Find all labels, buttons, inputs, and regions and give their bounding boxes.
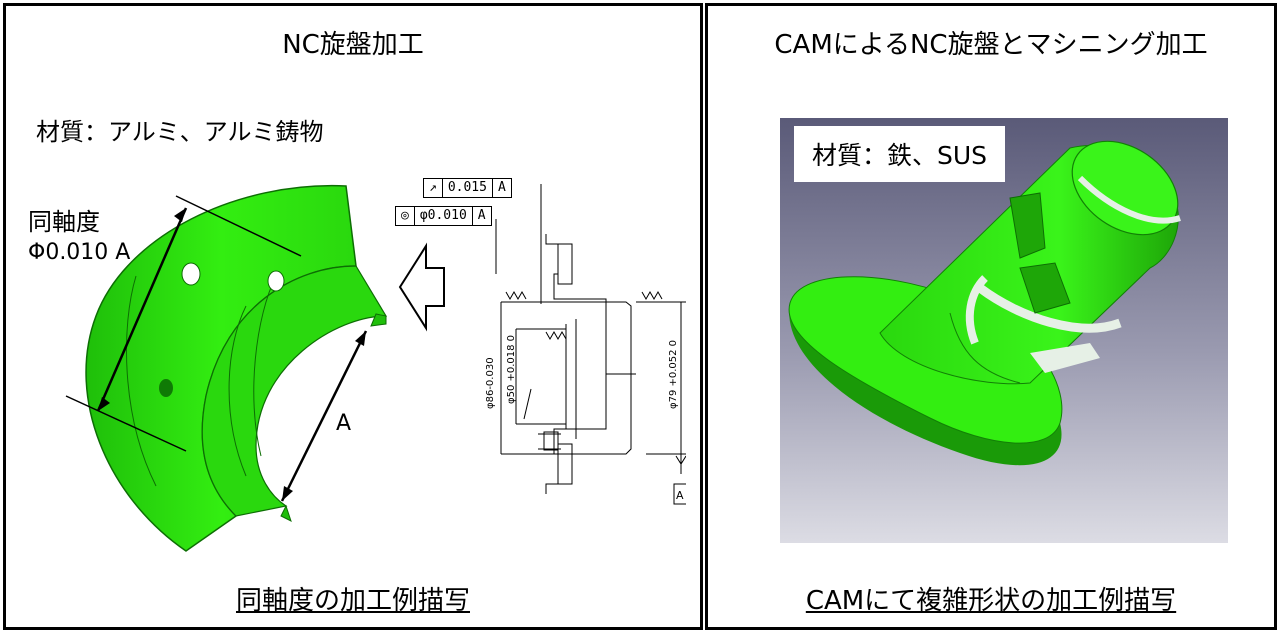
runout-icon: ↗ <box>424 179 443 197</box>
right-panel: CAMによるNC旋盤とマシニング加工 <box>705 3 1277 630</box>
coaxiality-tolerance-frame: ◎ φ0.010 A <box>395 206 492 226</box>
coaxiality-icon: ◎ <box>396 207 415 225</box>
runout-datum: A <box>497 180 506 195</box>
dim-86: φ86-0.030 <box>485 357 496 409</box>
coaxiality-datum: A <box>477 208 486 223</box>
left-panel: NC旋盤加工 材質：アルミ、アルミ鋳物 同軸度 Φ0.010 A A <box>3 3 703 630</box>
right-panel-title: CAMによるNC旋盤とマシニング加工 <box>774 30 1208 60</box>
coaxiality-value: Φ0.010 A <box>28 240 131 265</box>
left-material-label: 材質：アルミ、アルミ鋳物 <box>36 118 324 146</box>
runout-tolerance-frame: ↗ 0.015 A <box>423 178 512 198</box>
right-panel-caption: CAMにて複雑形状の加工例描写 <box>805 586 1177 616</box>
runout-value: 0.015 <box>443 179 493 197</box>
dim-79: φ79 +0.052 0 <box>668 340 679 409</box>
hollow-arrow-icon <box>398 242 445 332</box>
cam-part-render <box>780 118 1228 543</box>
coaxiality-tol-value: φ0.010 <box>415 207 473 225</box>
coaxiality-label: 同軸度 <box>28 208 100 236</box>
right-material-label: 材質：鉄、SUS <box>794 126 1006 182</box>
datum-box-letter: A <box>676 489 684 502</box>
technical-drawing: A φ86-0.030 φ50 +0.018 0 φ79 +0.052 0 <box>485 184 686 505</box>
datum-a-label: A <box>336 411 352 436</box>
flange-part-illustration <box>65 184 388 552</box>
dim-50: φ50 +0.018 0 <box>506 335 517 404</box>
left-panel-caption: 同軸度の加工例描写 <box>235 586 470 616</box>
left-panel-title: NC旋盤加工 <box>282 30 424 60</box>
